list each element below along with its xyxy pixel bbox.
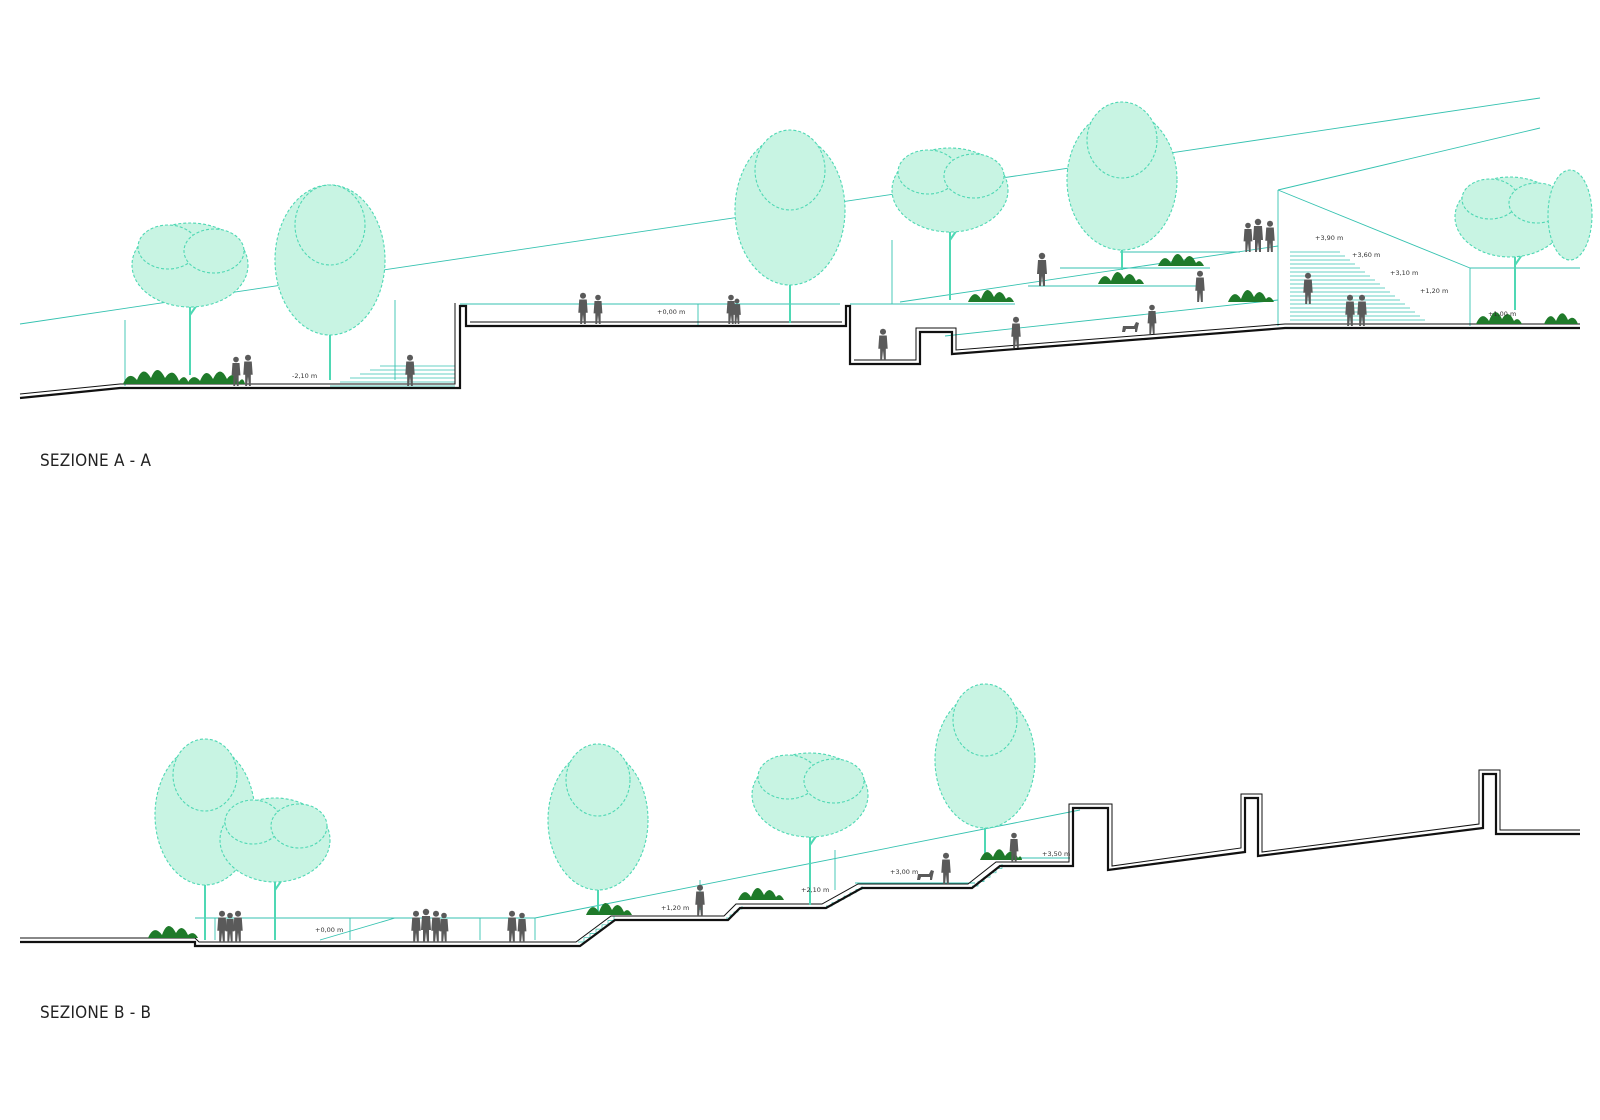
level-label: +0,00 m bbox=[657, 308, 685, 316]
person-silhouette bbox=[1147, 304, 1157, 334]
level-label: -2,10 m bbox=[292, 372, 317, 380]
tree bbox=[274, 184, 386, 380]
section-a-people bbox=[231, 218, 1367, 386]
person-silhouette bbox=[1011, 316, 1021, 348]
level-label: +1,20 m bbox=[1420, 287, 1448, 295]
person-silhouette bbox=[1243, 222, 1253, 252]
level-label: +3,00 m bbox=[890, 868, 918, 876]
person-silhouette bbox=[217, 910, 227, 942]
person-silhouette bbox=[1357, 294, 1367, 326]
tree bbox=[131, 222, 249, 375]
person-silhouette bbox=[517, 912, 527, 942]
section-a-ground-inner bbox=[19, 303, 1580, 395]
level-label: +2,10 m bbox=[801, 886, 829, 894]
stair-steps bbox=[826, 886, 863, 907]
person-silhouette bbox=[726, 294, 736, 324]
person-silhouette bbox=[421, 908, 431, 942]
person-silhouette bbox=[431, 910, 441, 942]
level-label: +3,60 m bbox=[1352, 251, 1380, 259]
section-a-shrubs bbox=[123, 253, 1578, 384]
tree bbox=[547, 743, 649, 915]
shrub bbox=[1098, 271, 1144, 284]
tree bbox=[934, 683, 1036, 855]
section-a-trees bbox=[131, 101, 1593, 380]
person-silhouette bbox=[1009, 832, 1019, 862]
section-a-ground-line bbox=[19, 304, 1580, 400]
dog-icon bbox=[917, 870, 934, 880]
section-b-stairs bbox=[578, 864, 1003, 943]
tree bbox=[1066, 101, 1178, 270]
section-b-levels: +0,00 m +1,20 m +2,10 m +3,00 m +3,50 m bbox=[315, 850, 1070, 934]
section-b-people bbox=[217, 832, 1019, 942]
tree bbox=[219, 797, 331, 940]
section-b: +0,00 m +1,20 m +2,10 m +3,00 m +3,50 m … bbox=[20, 683, 1580, 1023]
person-silhouette bbox=[411, 910, 421, 942]
shrub bbox=[123, 370, 189, 384]
level-label: +3,50 m bbox=[1042, 850, 1070, 858]
section-b-title: SEZIONE B - B bbox=[40, 1003, 151, 1023]
tree bbox=[1547, 169, 1593, 261]
dog-icon bbox=[1122, 322, 1139, 332]
person-silhouette bbox=[733, 298, 741, 324]
shrub bbox=[187, 371, 245, 384]
section-b-ground-inner bbox=[20, 769, 1580, 943]
person-silhouette bbox=[578, 292, 588, 324]
person-silhouette bbox=[1195, 270, 1205, 302]
section-a-title: SEZIONE A - A bbox=[40, 451, 151, 471]
person-silhouette bbox=[233, 910, 243, 942]
level-label: +1,20 m bbox=[661, 904, 689, 912]
person-silhouette bbox=[243, 354, 253, 386]
person-silhouette bbox=[405, 354, 415, 386]
person-silhouette bbox=[1303, 272, 1313, 304]
shrub bbox=[968, 289, 1014, 302]
shrub bbox=[1228, 289, 1274, 302]
person-silhouette bbox=[941, 852, 951, 884]
person-silhouette bbox=[1265, 220, 1275, 252]
level-label: +3,90 m bbox=[1315, 234, 1343, 242]
shrub bbox=[1544, 313, 1578, 324]
section-a-grand-stairs bbox=[1290, 251, 1425, 321]
person-silhouette bbox=[695, 884, 705, 916]
person-silhouette bbox=[1253, 218, 1263, 252]
person-silhouette bbox=[1345, 294, 1355, 326]
shrub bbox=[1158, 253, 1204, 266]
level-label: +3,10 m bbox=[1390, 269, 1418, 277]
tree bbox=[1454, 176, 1566, 310]
person-silhouette bbox=[439, 912, 449, 942]
level-label: +1,00 m bbox=[1488, 310, 1516, 318]
person-silhouette bbox=[231, 356, 241, 386]
shrub bbox=[738, 887, 784, 900]
stair-steps bbox=[578, 916, 615, 943]
person-silhouette bbox=[1037, 252, 1047, 286]
tree bbox=[891, 147, 1009, 300]
person-silhouette bbox=[507, 910, 517, 942]
section-b-trees bbox=[154, 683, 1036, 940]
section-b-ground-line bbox=[20, 772, 1580, 948]
person-silhouette bbox=[878, 328, 888, 360]
level-label: +0,00 m bbox=[315, 926, 343, 934]
shrub bbox=[1476, 311, 1522, 324]
tree bbox=[751, 752, 869, 905]
section-a-left-stairs bbox=[330, 365, 455, 387]
person-silhouette bbox=[593, 294, 603, 324]
tree bbox=[734, 129, 846, 323]
shrub bbox=[586, 902, 632, 915]
shrub bbox=[148, 925, 198, 938]
person-silhouette bbox=[225, 912, 235, 942]
section-a-levels: -2,10 m +0,00 m +3,90 m +3,60 m +3,10 m … bbox=[292, 234, 1516, 380]
section-a: -2,10 m +0,00 m +3,90 m +3,60 m +3,10 m … bbox=[19, 97, 1593, 471]
